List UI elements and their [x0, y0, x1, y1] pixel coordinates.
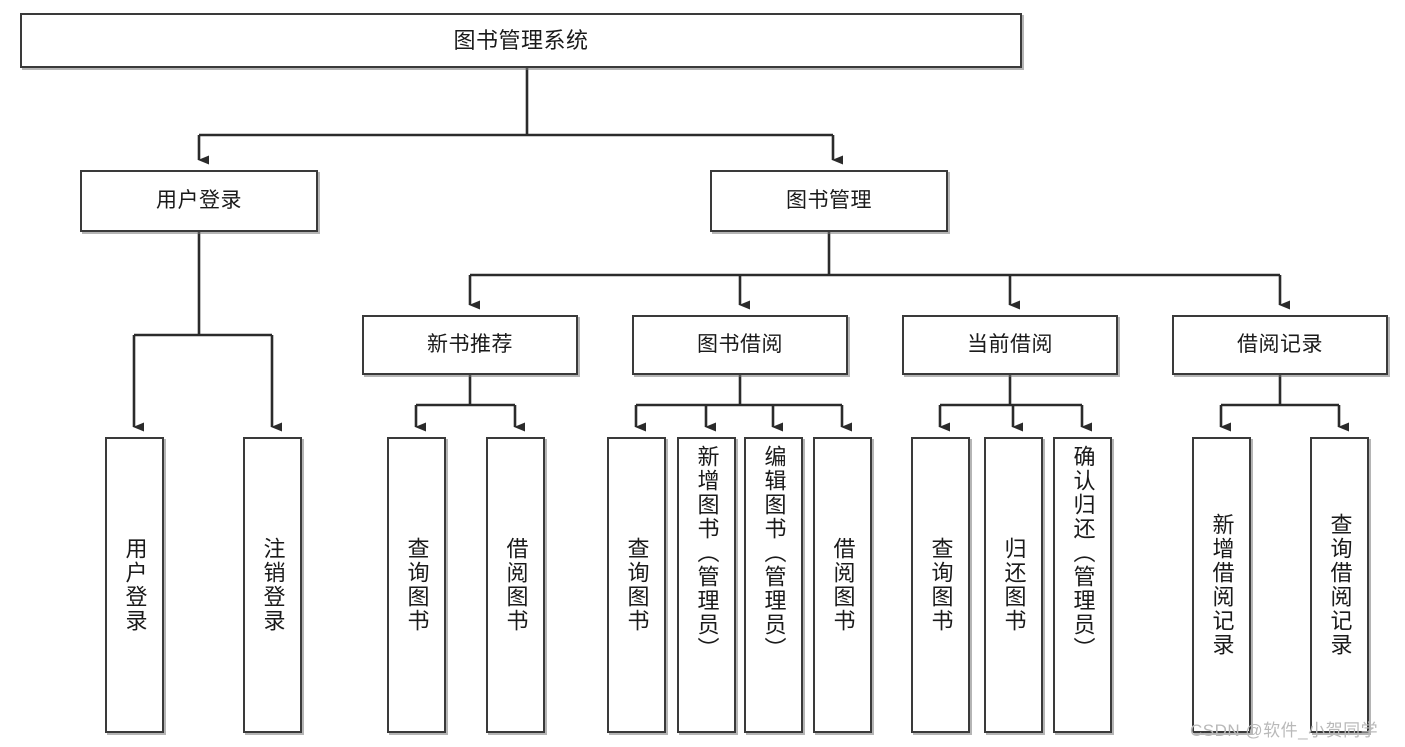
node-root[interactable]: 图书管理系统	[20, 13, 1022, 68]
node-current-borrow[interactable]: 当前借阅	[902, 315, 1118, 375]
leaf-query-book-borrow[interactable]: 查询图书	[607, 437, 666, 733]
node-borrow-record[interactable]: 借阅记录	[1172, 315, 1388, 375]
leaf-logout[interactable]: 注销登录	[243, 437, 302, 733]
leaf-edit-book-admin-label: 编辑图书（管理员）	[761, 445, 787, 661]
leaf-query-book-borrow-label: 查询图书	[624, 537, 650, 633]
node-book-management[interactable]: 图书管理	[710, 170, 948, 232]
node-current-borrow-label: 当前借阅	[967, 332, 1053, 356]
leaf-add-borrow-record[interactable]: 新增借阅记录	[1192, 437, 1251, 733]
leaf-query-book-recommend-label: 查询图书	[404, 537, 430, 633]
node-user-login-label: 用户登录	[156, 188, 242, 212]
leaf-borrow-book-label: 借阅图书	[830, 537, 856, 633]
node-book-borrow[interactable]: 图书借阅	[632, 315, 848, 375]
node-new-book-recommend[interactable]: 新书推荐	[362, 315, 578, 375]
leaf-user-login-label: 用户登录	[122, 537, 148, 633]
leaf-user-login[interactable]: 用户登录	[105, 437, 164, 733]
leaf-return-book[interactable]: 归还图书	[984, 437, 1043, 733]
leaf-query-borrow-record-label: 查询借阅记录	[1327, 513, 1353, 657]
leaf-logout-label: 注销登录	[260, 537, 286, 633]
node-book-borrow-label: 图书借阅	[697, 332, 783, 356]
leaf-borrow-book-recommend[interactable]: 借阅图书	[486, 437, 545, 733]
leaf-return-book-label: 归还图书	[1001, 537, 1027, 633]
node-borrow-record-label: 借阅记录	[1237, 332, 1323, 356]
leaf-add-borrow-record-label: 新增借阅记录	[1209, 513, 1235, 657]
leaf-borrow-book-recommend-label: 借阅图书	[503, 537, 529, 633]
leaf-query-borrow-record[interactable]: 查询借阅记录	[1310, 437, 1369, 733]
leaf-query-book-recommend[interactable]: 查询图书	[387, 437, 446, 733]
leaf-add-book-admin[interactable]: 新增图书（管理员）	[677, 437, 736, 733]
node-book-management-label: 图书管理	[786, 188, 872, 212]
leaf-query-book-current[interactable]: 查询图书	[911, 437, 970, 733]
node-new-book-recommend-label: 新书推荐	[427, 332, 513, 356]
node-root-label: 图书管理系统	[453, 27, 589, 53]
leaf-borrow-book[interactable]: 借阅图书	[813, 437, 872, 733]
leaf-confirm-return-admin-label: 确认归还（管理员）	[1070, 445, 1096, 661]
node-user-login[interactable]: 用户登录	[80, 170, 318, 232]
leaf-confirm-return-admin[interactable]: 确认归还（管理员）	[1053, 437, 1112, 733]
leaf-query-book-current-label: 查询图书	[928, 537, 954, 633]
watermark: CSDN @软件_小贺同学	[1190, 721, 1379, 740]
leaf-add-book-admin-label: 新增图书（管理员）	[694, 445, 720, 661]
leaf-edit-book-admin[interactable]: 编辑图书（管理员）	[744, 437, 803, 733]
